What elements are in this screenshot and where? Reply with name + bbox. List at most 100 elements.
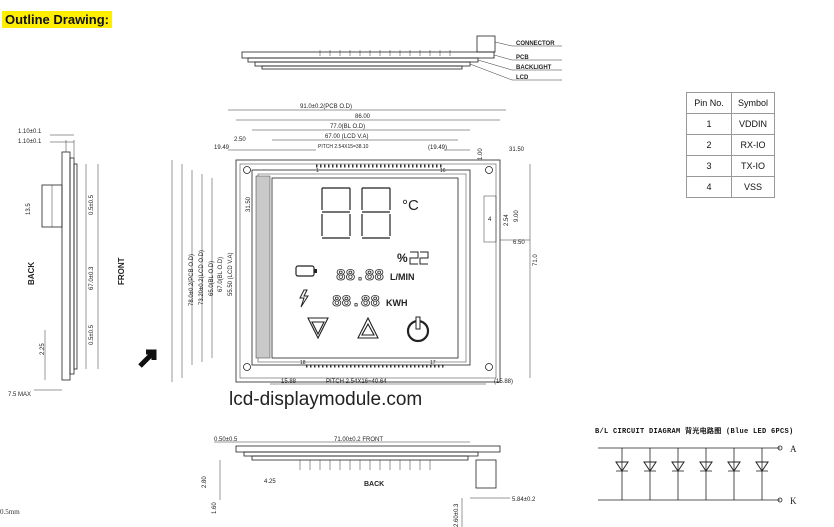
dim-pitch-bottom: PITCH 2.54X16=40.64 [326, 379, 387, 385]
pin-label-16: 16 [440, 168, 446, 174]
pin-table: Pin No. Symbol 1 VDDIN 2 RX-IO 3 TX-IO 4… [686, 92, 775, 198]
dim-pcb-width: 91.0±0.2(PCB O.D) [300, 104, 352, 110]
lcd-viewing-area [271, 177, 459, 359]
front-direction-arrow-icon [138, 349, 157, 368]
pin-symbol: VSS [731, 176, 775, 198]
dim-bottom-0-50: 0.50±0.5 [214, 437, 238, 443]
energy-unit: KWH [386, 298, 408, 308]
dim-4: 4 [488, 217, 492, 223]
dim-2-54: 2.54 [504, 214, 510, 226]
dim-bottom-2-80: 2.80 [202, 476, 208, 488]
dim-67-bl: 67.0(BL O.D) [218, 257, 224, 292]
digits-row-2: 88.88 [332, 293, 380, 311]
led-4 [699, 448, 713, 500]
percent-symbol: % [397, 251, 408, 265]
dim-15-88-right: (15.88) [494, 379, 513, 385]
label-pcb: PCB [516, 55, 529, 61]
dim-left-1: 1.10±0.1 [18, 129, 42, 135]
pin-symbol: VDDIN [731, 113, 775, 135]
pin-table-header-symbol: Symbol [731, 92, 775, 114]
bottom-back-label: BACK [364, 481, 384, 488]
mount-hole-top-right [485, 166, 493, 174]
lightning-icon [299, 289, 309, 308]
dim-19-49-right: (19.49) [428, 145, 447, 151]
dim-pcb-height: 78.0±0.2(PCB O.D) [189, 254, 195, 306]
label-connector: CONNECTOR [516, 41, 555, 47]
mount-hole-bottom-left [243, 363, 251, 371]
anode-label: A [790, 444, 797, 454]
pin-label-1: 1 [316, 168, 319, 174]
mount-hole-top-left [243, 166, 251, 174]
battery-icon [295, 265, 315, 277]
dim-left-5: 0.5±0.5 [89, 324, 95, 345]
dim-left-4: 67.0±0.3 [89, 266, 95, 290]
table-row: 2 RX-IO [686, 134, 775, 156]
mount-hole-bottom-right [485, 363, 493, 371]
led-1 [615, 448, 629, 500]
pin-label-17: 17 [430, 360, 436, 366]
digits-row-1: 88.88 [336, 267, 384, 285]
dim-left-8: 13.5 [26, 203, 32, 215]
led-3 [671, 448, 685, 500]
pin-number: 2 [686, 134, 732, 156]
drawing-title: Outline Drawing: [2, 11, 112, 28]
left-side-view: 1.10±0.1 1.10±0.1 0.5±0.5 67.0±0.3 0.5±0… [8, 129, 126, 398]
dim-left-7: 7.5 MAX [8, 392, 31, 398]
pin-pads-top [306, 164, 444, 368]
bottom-connector-pins [299, 460, 431, 470]
dim-31-50-left: 31.50 [246, 196, 252, 212]
table-row: 4 VSS [686, 176, 775, 198]
label-lcd: LCD [516, 75, 529, 81]
bottom-side-view: 0.50±0.5 71.00±0.2 FRONT 4.25 2.80 1.60 … [202, 437, 536, 527]
temp-unit: °C [402, 197, 419, 214]
dim-65-bl: 65.0(BL O.D) [209, 261, 215, 296]
dim-1-00: 1.00 [478, 148, 484, 160]
dim-bottom-5-84: 5.84±0.2 [512, 497, 536, 503]
dim-lcd-va-height: 55.50 (LCD V.A) [228, 253, 234, 296]
dim-31-50-hole: 31.50 [509, 147, 525, 153]
dim-left-3: 0.5±0.5 [89, 194, 95, 215]
dim-left-2: 1.10±0.1 [18, 139, 42, 145]
big-digits [321, 187, 391, 239]
down-arrow-icon [307, 317, 329, 340]
dim-lcd-va: 67.00 (LCD V.A) [325, 134, 368, 140]
top-connector-pins [319, 50, 451, 56]
pcb-outline [235, 159, 501, 383]
corner-note: 0.5mm [0, 508, 20, 516]
led-6 [755, 448, 769, 500]
cathode-label: K [790, 496, 797, 506]
dim-9-00: 9.00 [514, 210, 520, 222]
dim-19-49: 19.49 [214, 145, 230, 151]
backlight-outline [251, 169, 471, 366]
front-view: 91.0±0.2(PCB O.D) 86.00 77.0(BL O.D) 67.… [138, 104, 539, 385]
pin-number: 4 [686, 176, 732, 198]
front-label: FRONT [117, 257, 126, 285]
top-side-view: CONNECTOR PCB BACKLIGHT LCD [241, 35, 562, 81]
dim-15-88: 15.88 [281, 379, 297, 385]
pin-number: 3 [686, 155, 732, 177]
dim-bottom-2-60: 2.60±0.3 [454, 503, 460, 527]
dim-bl-od: 77.0(BL O.D) [330, 124, 365, 130]
dim-6-50: 6.50 [513, 240, 525, 246]
dim-86: 86.00 [355, 114, 371, 120]
dim-lcd-od: 73.20±0.2(LCD O.D) [199, 250, 205, 305]
dim-bottom-71: 71.00±0.2 FRONT [334, 437, 383, 443]
table-row: 1 VDDIN [686, 113, 775, 135]
back-label: BACK [27, 262, 36, 285]
led-diodes [615, 448, 769, 500]
backlight-circuit: A K [598, 444, 797, 506]
pin-symbol: TX-IO [731, 155, 775, 177]
label-backlight: BACKLIGHT [516, 65, 552, 71]
watermark-text: lcd-displaymodule.com [227, 389, 425, 411]
table-row: 3 TX-IO [686, 155, 775, 177]
dim-pitch-top: PITCH 2.54X15=38.10 [318, 144, 369, 150]
rate-unit: L/MIN [390, 272, 415, 282]
dim-71-0: 71.0 [533, 254, 539, 266]
led-5 [727, 448, 741, 500]
dim-left-6: 2.25 [40, 343, 46, 355]
circuit-title: B/L CIRCUIT DIAGRAM 背光电路图 (Blue LED 6PCS… [595, 428, 794, 436]
dim-bottom-4-25: 4.25 [264, 479, 276, 485]
pin-table-header-no: Pin No. [686, 92, 732, 114]
dim-bottom-1-60: 1.60 [212, 502, 218, 514]
